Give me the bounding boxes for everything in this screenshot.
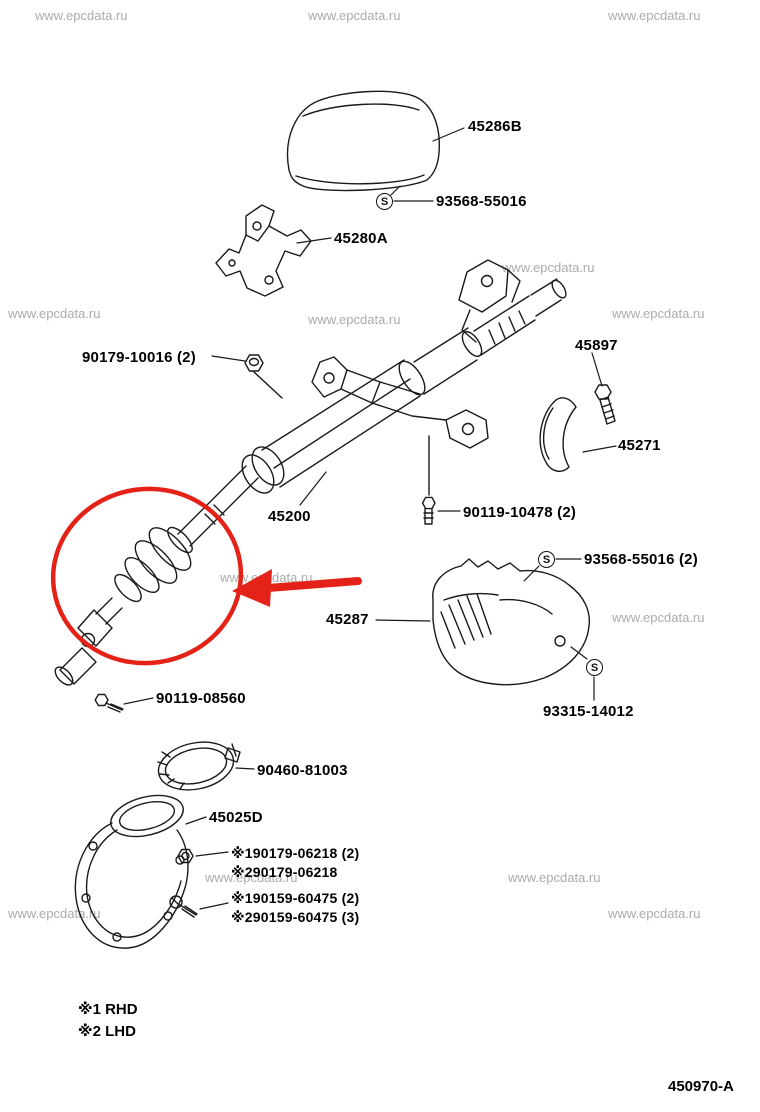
intermediate-shaft-ujoint-drawing: [54, 465, 259, 686]
watermark: www.epcdata.ru: [608, 906, 701, 921]
nut-90179-10016-icon: [244, 354, 283, 399]
legend-lhd: ※2 LHD: [78, 1023, 136, 1040]
lower-column-cover-drawing: [432, 558, 591, 686]
part-label-90179-10016: 90179-10016 (2): [82, 349, 196, 366]
upper-mounting-bracket-drawing: [458, 259, 521, 343]
part-label-45025D: 45025D: [209, 809, 263, 826]
bolt-90119-08560-icon: [94, 693, 124, 713]
part-label-note-90179-lhd: ※290179-06218: [231, 864, 338, 880]
part-label-note-90159-rhd: ※190159-60475 (2): [231, 890, 360, 906]
part-label-93568-55016: 93568-55016: [436, 193, 527, 210]
watermark: www.epcdata.ru: [8, 906, 101, 921]
pad-45271-drawing: [539, 397, 577, 472]
part-label-note-90159-lhd: ※290159-60475 (3): [231, 909, 360, 925]
part-label-93568-55016-2: 93568-55016 (2): [584, 551, 698, 568]
clamp-90460-81003-drawing: [157, 741, 241, 791]
watermark: www.epcdata.ru: [308, 312, 401, 327]
mid-bracket-drawing: [311, 356, 489, 449]
column-bracket-drawing: [215, 204, 312, 297]
leader-lines: [123, 127, 617, 910]
part-label-90119-08560: 90119-08560: [156, 690, 246, 707]
watermark: www.epcdata.ru: [35, 8, 128, 23]
part-label-90460-81003: 90460-81003: [257, 762, 348, 779]
legend-rhd: ※1 RHD: [78, 1001, 138, 1018]
part-label-90119-10478: 90119-10478 (2): [463, 504, 577, 521]
part-label-45897: 45897: [575, 337, 618, 354]
watermark: www.epcdata.ru: [308, 8, 401, 23]
part-label-45271: 45271: [618, 437, 661, 454]
bolt-45897-icon: [594, 384, 616, 425]
watermark: www.epcdata.ru: [612, 610, 705, 625]
watermark: www.epcdata.ru: [205, 870, 298, 885]
screw-90159-60475-icon: [169, 895, 198, 918]
circled-s-icon: S: [586, 659, 603, 676]
part-label-note-90179-rhd: ※190179-06218 (2): [231, 845, 360, 861]
watermark: www.epcdata.ru: [508, 870, 601, 885]
watermark: www.epcdata.ru: [8, 306, 101, 321]
boot-cover-45025D-drawing: [74, 794, 189, 949]
upper-column-cover-drawing: [286, 90, 440, 192]
watermark: www.epcdata.ru: [612, 306, 705, 321]
drawing-number: 450970-A: [668, 1078, 734, 1095]
steering-column-drawing: [241, 278, 567, 494]
part-label-45280A: 45280A: [334, 230, 388, 247]
circled-s-icon: S: [376, 193, 393, 210]
nut-90179-06218-icon: [177, 848, 194, 864]
part-label-45287: 45287: [326, 611, 369, 628]
part-label-45200: 45200: [268, 508, 311, 525]
part-label-45286B: 45286B: [468, 118, 522, 135]
part-label-93315-14012: 93315-14012: [543, 703, 634, 720]
bolt-90119-10478-icon: [421, 435, 436, 525]
watermark: www.epcdata.ru: [502, 260, 595, 275]
watermark: www.epcdata.ru: [608, 8, 701, 23]
circled-s-icon: S: [538, 551, 555, 568]
